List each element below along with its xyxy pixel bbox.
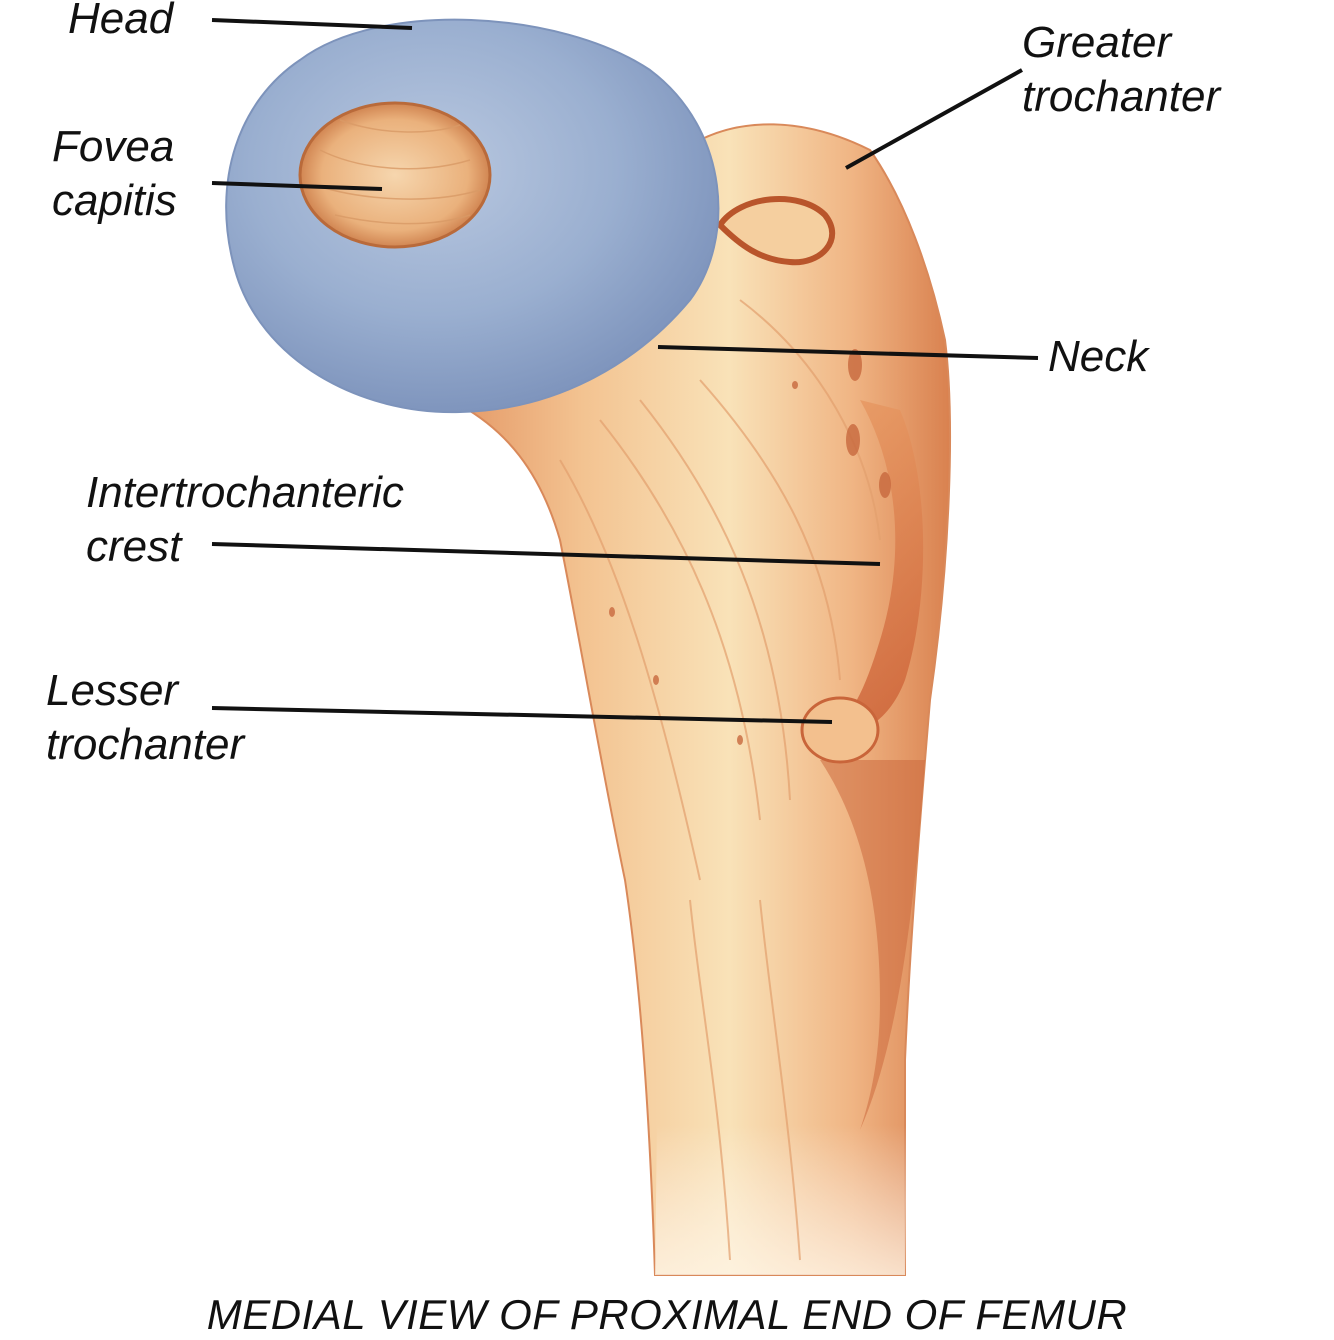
label-greater-line2: trochanter	[1022, 70, 1220, 124]
label-intertrochanteric-line2: crest	[86, 520, 181, 574]
label-greater-line1: Greater	[1022, 16, 1171, 70]
label-lesser-line1: Lesser	[46, 664, 178, 718]
leader-greater-trochanter	[846, 70, 1022, 168]
label-fovea-line2: capitis	[52, 174, 177, 228]
label-lesser-line2: trochanter	[46, 718, 244, 772]
lesser-trochanter-bump	[802, 698, 878, 762]
label-fovea-line1: Fovea	[52, 120, 174, 174]
leader-head	[212, 20, 412, 28]
label-head: Head	[68, 0, 173, 46]
label-intertrochanteric-line1: Intertrochanteric	[86, 466, 404, 520]
label-neck: Neck	[1048, 330, 1148, 384]
figure-caption: MEDIAL VIEW OF PROXIMAL END OF FEMUR	[0, 1290, 1334, 1340]
fovea-capitis-pit	[300, 103, 490, 247]
